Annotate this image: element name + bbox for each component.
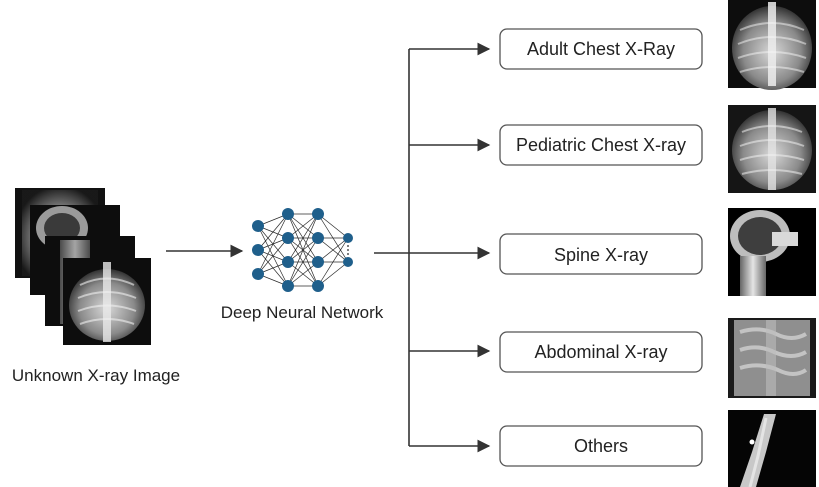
network-node (343, 233, 353, 243)
thumbnail-others-limb-image (728, 410, 816, 487)
category-box-spine: Spine X-ray (499, 233, 703, 275)
category-label: Others (574, 436, 628, 456)
network-node (252, 220, 264, 232)
category-label: Spine X-ray (554, 245, 648, 265)
network-node (312, 256, 324, 268)
category-label: Adult Chest X-Ray (527, 39, 675, 59)
thumbnail-abdominal-image (728, 318, 816, 398)
network-node (312, 208, 324, 220)
network-edge (287, 261, 319, 287)
network-edge (317, 237, 349, 287)
network-edge (287, 213, 319, 239)
network-node (282, 208, 294, 220)
thumbnail-pediatric-chest-image (728, 105, 816, 193)
network-ellipsis-dot (347, 253, 349, 255)
network-node (252, 268, 264, 280)
category-label: Abdominal X-ray (534, 342, 667, 362)
network-ellipsis-dot (347, 245, 349, 247)
network-node (312, 232, 324, 244)
network-edge (287, 237, 319, 287)
network-node (282, 256, 294, 268)
network-edge (257, 213, 289, 275)
network-node (343, 257, 353, 267)
network-caption: Deep Neural Network (221, 303, 384, 322)
input-caption: Unknown X-ray Image (12, 366, 180, 385)
network-edge (287, 213, 319, 287)
category-box-adult-chest: Adult Chest X-Ray (499, 28, 703, 70)
network-node (282, 280, 294, 292)
network-node (312, 280, 324, 292)
category-label: Pediatric Chest X-ray (516, 135, 686, 155)
network-edge (317, 261, 349, 287)
category-box-pediatric-chest: Pediatric Chest X-ray (499, 124, 703, 166)
network-node (282, 232, 294, 244)
network-edge (257, 213, 289, 251)
network-edge (257, 237, 289, 275)
neural-network-icon (252, 208, 353, 292)
network-ellipsis-dot (347, 249, 349, 251)
network-node (252, 244, 264, 256)
thumbnail-adult-chest-image (728, 0, 816, 90)
input-xray-stack-image (15, 188, 151, 345)
category-box-others: Others (499, 425, 703, 467)
network-edge (317, 213, 349, 239)
category-box-abdominal: Abdominal X-ray (499, 331, 703, 373)
thumbnail-spine-image (728, 208, 816, 296)
network-edge (287, 213, 319, 263)
network-edge (317, 237, 349, 263)
